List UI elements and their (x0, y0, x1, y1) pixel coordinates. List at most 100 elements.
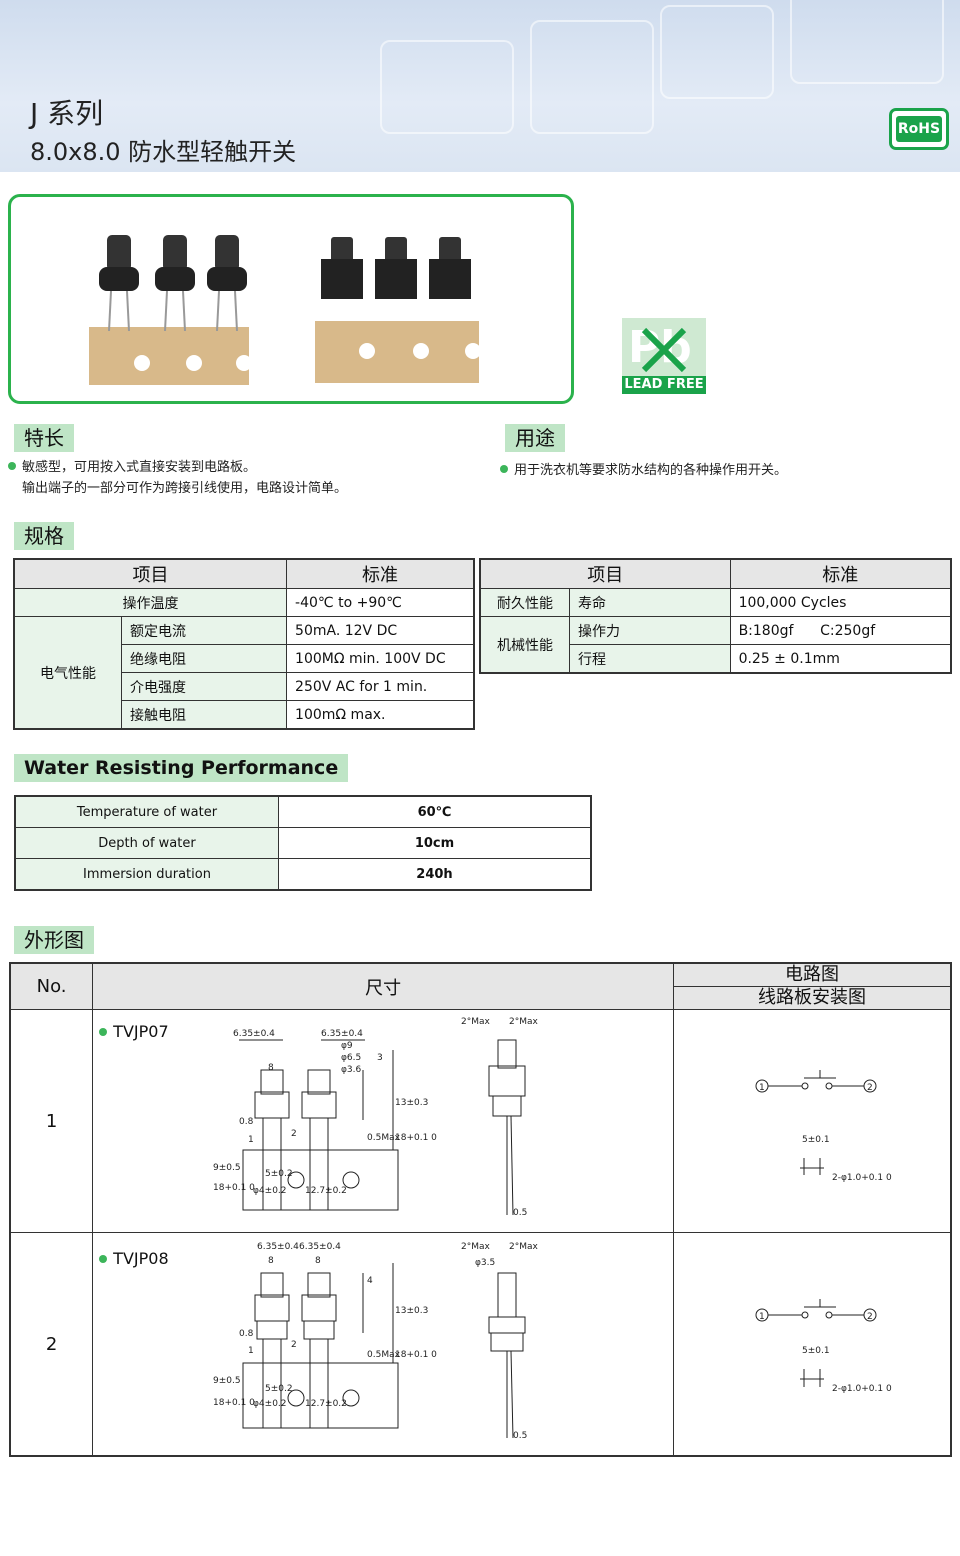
dimension-label: 3 (377, 1053, 383, 1063)
water-title: Water Resisting Performance (14, 754, 349, 782)
pcb-hole-label: 2-φ1.0+0.1 0 (832, 1384, 892, 1394)
dimension-label: 6.35±0.4 (321, 1029, 363, 1039)
pcb-hole-label: 2-φ1.0+0.1 0 (832, 1173, 892, 1183)
spec-group: 耐久性能 (479, 588, 570, 617)
circuit-terminal-label: 1 (759, 1083, 765, 1093)
dimension-label: 12.7±0.2 (305, 1186, 347, 1196)
column-header-dimension: 尺寸 (92, 962, 674, 1010)
header-decoration (380, 40, 514, 134)
bullet-icon (8, 462, 16, 470)
dimension-label: 9±0.5 (213, 1163, 241, 1173)
model-label: TVJP07 (99, 1022, 169, 1041)
spec-item: 操作温度 (13, 588, 288, 617)
dimension-label: 0.5Max (367, 1350, 401, 1360)
product-photo-panel (8, 194, 574, 404)
pcb-header: 线路板安装图 (758, 987, 866, 1008)
circuit-terminal-label: 1 (759, 1312, 765, 1322)
dimension-label: 0.5 (513, 1208, 527, 1218)
dimension-label: 18+0.1 0 (213, 1398, 255, 1408)
column-header-circuit: 电路图 线路板安装图 (673, 962, 952, 1010)
bullet-icon (500, 465, 508, 473)
spec-item: 行程 (569, 644, 731, 674)
spec-item: 绝缘电阻 (120, 644, 288, 673)
rohs-badge: RoHS (889, 108, 949, 150)
dimension-label: 2 (291, 1340, 297, 1350)
outline-table: No. 尺寸 电路图 线路板安装图 1 TVJP07 (9, 962, 952, 1457)
dimension-label: 5±0.2 (265, 1169, 293, 1179)
dimension-drawing-cell: TVJP08 6.35±0.4 6.35±0.4 8 (92, 1232, 674, 1457)
features-title: 特长 (14, 424, 74, 452)
product-subtitle: 8.0x8.0 防水型轻触开关 (30, 138, 297, 166)
spec-value: B:180gf C:250gf (729, 616, 952, 645)
circuit-terminal-label: 2 (867, 1083, 873, 1093)
circuit-cell: 1 2 5±0.1 2-φ1.0+0.1 0 (673, 1009, 952, 1233)
header-decoration (660, 5, 774, 99)
pcb-dimension: 5±0.1 (802, 1346, 830, 1356)
bullet-icon (99, 1255, 108, 1263)
dimension-drawing-cell: TVJP07 6.35±0.4 6.35±0.4 φ (92, 1009, 674, 1233)
rohs-label: RoHS (896, 116, 942, 142)
spec-value: -40℃ to +90℃ (286, 588, 475, 617)
pcb-dimension: 5±0.1 (802, 1135, 830, 1145)
model-name: TVJP08 (113, 1249, 169, 1268)
dimension-label: φ3.5 (475, 1258, 495, 1268)
outline-title: 外形图 (14, 926, 94, 954)
series-title: J 系列 (30, 97, 104, 130)
features-line-1: 敏感型，可用按入式直接安装到电路板。 (8, 456, 256, 475)
water-value: 240h (278, 858, 592, 891)
spec-value: 100MΩ min. 100V DC (286, 644, 475, 673)
circuit-diagram: 1 2 5±0.1 2-φ1.0+0.1 0 (755, 1070, 892, 1183)
product-photo (89, 235, 481, 385)
switch-pin-type (99, 235, 247, 332)
dimension-label: φ4±0.2 (253, 1399, 287, 1409)
dimension-label: 6.35±0.4 (257, 1242, 299, 1252)
features-text: 敏感型，可用按入式直接安装到电路板。 (22, 460, 257, 475)
header-decoration (790, 0, 944, 84)
spec-item: 接触电阻 (120, 700, 288, 730)
spec-title: 规格 (14, 522, 74, 550)
dimension-label: 2°Max (461, 1242, 491, 1252)
dimension-label: 8 (268, 1256, 274, 1266)
dimension-label: φ9 (341, 1041, 353, 1051)
water-item: Depth of water (14, 827, 279, 859)
spec-item: 额定电流 (120, 616, 288, 645)
tape-strip (315, 321, 479, 383)
usage-title: 用途 (505, 424, 565, 452)
tape-strip (89, 327, 249, 385)
dimension-label: 6.35±0.4 (233, 1029, 275, 1039)
spec-item: 介电强度 (120, 672, 288, 701)
dimension-label: 2 (291, 1129, 297, 1139)
features-line-2: 输出端子的一部分可作为跨接引线使用，电路设计简单。 (22, 481, 348, 496)
spec-value: 250V AC for 1 min. (286, 672, 475, 701)
dimension-drawing-tvjp08: 6.35±0.4 6.35±0.4 8 8 4 13±0.3 0.8 0.5Ma… (213, 1242, 539, 1441)
dimension-label: 0.5 (513, 1431, 527, 1441)
bullet-icon (99, 1028, 108, 1036)
model-name: TVJP07 (113, 1022, 169, 1041)
circuit-header: 电路图 (674, 964, 950, 987)
column-header: 标准 (729, 558, 952, 589)
dimension-label: 2°Max (509, 1242, 539, 1252)
spec-value: 50mA. 12V DC (286, 616, 475, 645)
row-number: 2 (9, 1232, 94, 1457)
circuit-terminal-label: 2 (867, 1312, 873, 1322)
switch-smd-type (321, 237, 471, 299)
water-item: Immersion duration (14, 858, 279, 891)
spec-value: 100mΩ max. (286, 700, 475, 730)
dimension-label: 13±0.3 (395, 1306, 428, 1316)
dimension-label: φ4±0.2 (253, 1186, 287, 1196)
water-value: 10cm (278, 827, 592, 859)
dimension-label: 18+0.1 0 (213, 1183, 255, 1193)
dimension-label: 1 (248, 1346, 254, 1356)
dimension-label: 0.8 (239, 1329, 254, 1339)
spec-item: 寿命 (569, 588, 731, 617)
dimension-label: φ6.5 (341, 1053, 361, 1063)
dimension-label: 8 (315, 1256, 321, 1266)
column-header-no: No. (9, 962, 94, 1010)
dimension-label: φ3.6 (341, 1065, 362, 1075)
page-header (0, 0, 960, 172)
dimension-label: 9±0.5 (213, 1376, 241, 1386)
header-decoration (530, 20, 654, 134)
